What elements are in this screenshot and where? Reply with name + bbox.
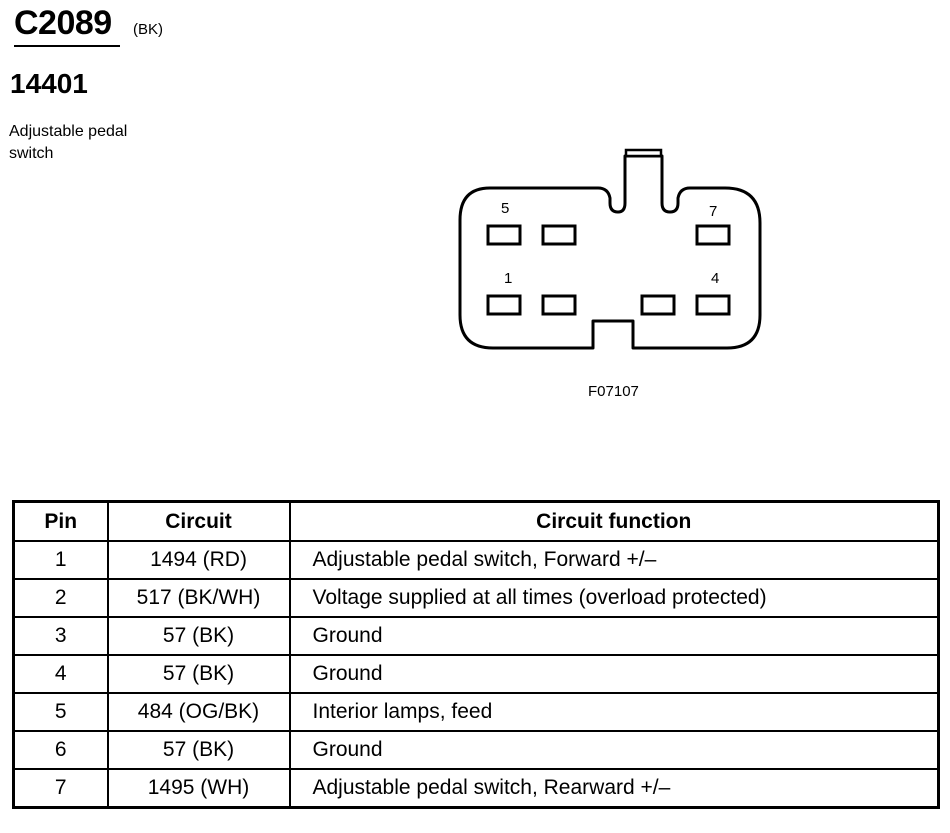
pin-label: 1 xyxy=(504,270,512,287)
pin-cell: 3 xyxy=(12,616,109,656)
pin-cavity xyxy=(695,294,731,316)
pin-cavity xyxy=(541,224,577,246)
connector-outline xyxy=(458,154,762,350)
function-cell: Interior lamps, feed xyxy=(288,692,940,732)
circuit-cell: 517 (BK/WH) xyxy=(106,578,291,618)
table-row: 1 1494 (RD) Adjustable pedal switch, For… xyxy=(12,540,940,580)
circuit-cell: 57 (BK) xyxy=(106,730,291,770)
circuit-cell: 57 (BK) xyxy=(106,616,291,656)
function-cell: Adjustable pedal switch, Forward +/– xyxy=(288,540,940,580)
circuit-cell: 1494 (RD) xyxy=(106,540,291,580)
connector-id: C2089 xyxy=(14,4,112,42)
header-circuit-function: Circuit function xyxy=(288,500,940,542)
pin-cell: 4 xyxy=(12,654,109,694)
table-header-row: Pin Circuit Circuit function xyxy=(12,500,940,542)
table-row: 4 57 (BK) Ground xyxy=(12,654,940,694)
pin-label: 5 xyxy=(501,200,509,217)
connector-face-diagram: 5 7 1 4 xyxy=(458,148,762,350)
table-row: 7 1495 (WH) Adjustable pedal switch, Rea… xyxy=(12,768,940,809)
table-row: 3 57 (BK) Ground xyxy=(12,616,940,656)
connector-id-underline xyxy=(14,45,120,47)
pin-cell: 7 xyxy=(12,768,109,809)
pin-cell: 2 xyxy=(12,578,109,618)
function-cell: Ground xyxy=(288,730,940,770)
table-row: 5 484 (OG/BK) Interior lamps, feed xyxy=(12,692,940,732)
component-name: Adjustable pedal switch xyxy=(9,123,128,162)
circuit-cell: 484 (OG/BK) xyxy=(106,692,291,732)
pin-cavity xyxy=(541,294,577,316)
table-row: 2 517 (BK/WH) Voltage supplied at all ti… xyxy=(12,578,940,618)
connector-color: (BK) xyxy=(133,21,163,38)
pin-cell: 6 xyxy=(12,730,109,770)
pin-cavity xyxy=(640,294,676,316)
part-number: 14401 xyxy=(10,68,88,99)
function-cell: Ground xyxy=(288,616,940,656)
figure-id: F07107 xyxy=(588,383,639,400)
function-cell: Ground xyxy=(288,654,940,694)
pin-cavity xyxy=(695,224,731,246)
circuit-cell: 57 (BK) xyxy=(106,654,291,694)
pin-cavity xyxy=(486,224,522,246)
pin-label: 7 xyxy=(709,203,717,220)
pin-cell: 5 xyxy=(12,692,109,732)
pin-table: Pin Circuit Circuit function 1 1494 (RD)… xyxy=(12,500,940,809)
latch-tab-top xyxy=(624,148,663,158)
circuit-cell: 1495 (WH) xyxy=(106,768,291,809)
pin-label: 4 xyxy=(711,270,719,287)
header-circuit: Circuit xyxy=(106,500,291,542)
function-cell: Voltage supplied at all times (overload … xyxy=(288,578,940,618)
table-row: 6 57 (BK) Ground xyxy=(12,730,940,770)
header-pin: Pin xyxy=(12,500,109,542)
pin-cavity xyxy=(486,294,522,316)
pin-cell: 1 xyxy=(12,540,109,580)
function-cell: Adjustable pedal switch, Rearward +/– xyxy=(288,768,940,809)
